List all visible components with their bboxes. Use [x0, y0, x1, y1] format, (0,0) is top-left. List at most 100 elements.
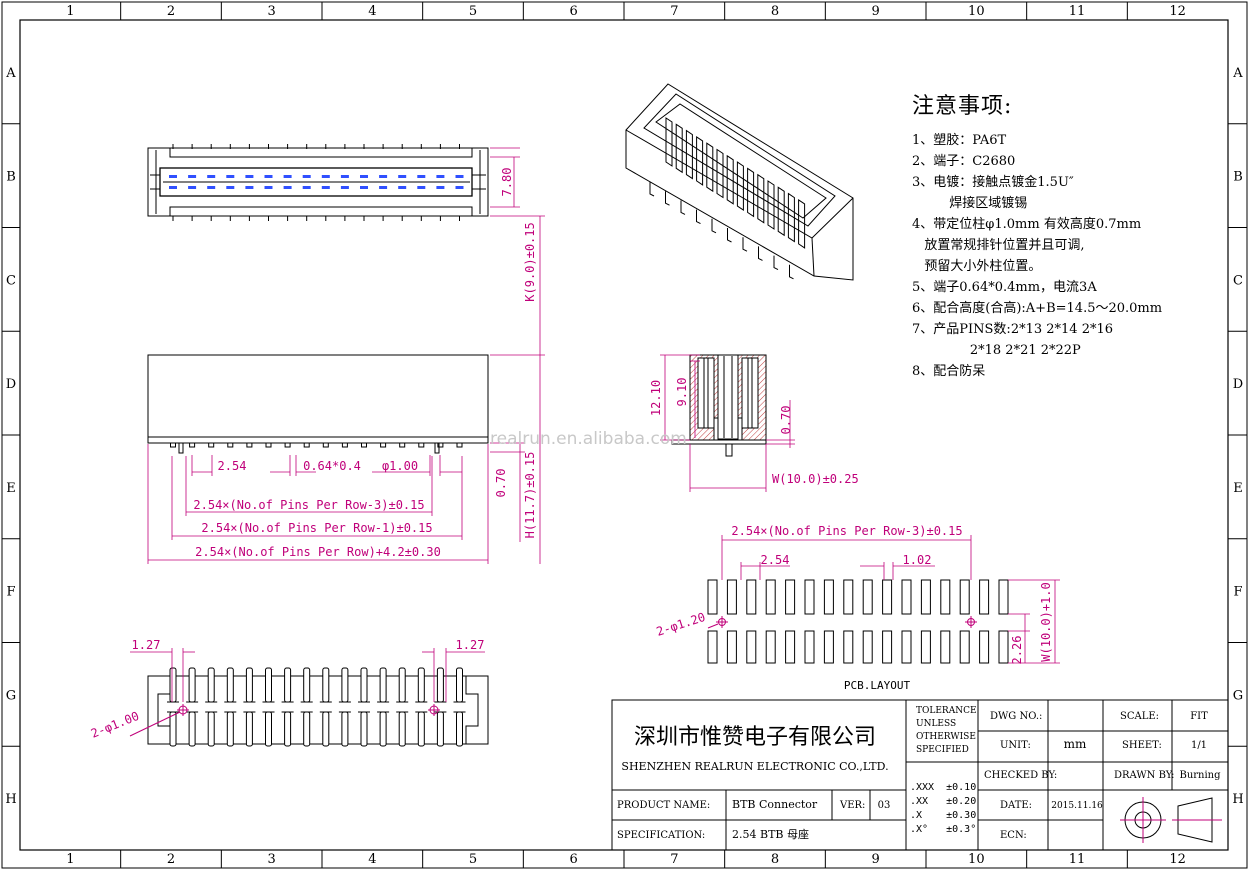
top-contact	[207, 175, 216, 178]
dim-pcb-pitch: 2.54	[761, 553, 790, 567]
bottom-pin	[360, 711, 368, 747]
scale-value: FIT	[1190, 711, 1208, 722]
top-contact	[398, 175, 407, 178]
pcb-pad	[998, 579, 1009, 615]
front-view	[147, 354, 489, 454]
grid-col-label: 3	[268, 852, 276, 867]
pcb-pad	[804, 630, 815, 664]
tolerance-angle: .X° ±0.3°	[910, 824, 976, 835]
iso-fin	[685, 129, 693, 180]
pcb-pad	[726, 630, 737, 664]
bottom-pin	[379, 711, 387, 747]
iso-leg	[696, 209, 701, 225]
top-contact	[321, 186, 330, 189]
grid-row-label: F	[6, 585, 15, 600]
scale-label: SCALE:	[1120, 711, 1159, 722]
note-line: 8、配合防呆	[912, 364, 986, 379]
bottom-pin	[188, 711, 196, 747]
top-contact	[264, 186, 273, 189]
bottom-pin	[436, 711, 444, 747]
projection-symbol	[1120, 797, 1222, 843]
sheet-value: 1/1	[1191, 740, 1207, 751]
iso-fin	[706, 142, 714, 193]
note-line: 焊接区域镀锡	[912, 196, 1028, 211]
pcb-pad	[746, 630, 757, 664]
top-contact	[302, 186, 311, 189]
dim-pitch: 2.54	[218, 459, 247, 473]
grid-col-label: 8	[771, 4, 779, 19]
specification-value: 2.54 BTB 母座	[732, 827, 809, 841]
top-contact	[360, 175, 368, 178]
iso-leg	[789, 264, 794, 280]
top-contact	[264, 175, 273, 178]
dim-span-minus-3: 2.54×(No.of Pins Per Row-3)±0.15	[193, 498, 424, 512]
iso-leg	[727, 228, 732, 243]
front-pin-tail	[265, 442, 272, 448]
section-view-dims	[660, 354, 795, 492]
iso-leg	[649, 182, 655, 197]
top-view-pins	[169, 175, 464, 189]
top-contact	[188, 186, 197, 189]
tolerance-line-4: SPECIFIED	[916, 745, 969, 755]
front-view-dims	[147, 354, 545, 564]
front-pin-tail	[227, 442, 234, 448]
pcb-pad	[959, 579, 970, 615]
sheet-label: SHEET:	[1122, 740, 1162, 751]
bottom-pin	[207, 711, 215, 747]
pcb-pad	[920, 630, 931, 664]
bottom-pin	[303, 667, 311, 703]
bottom-pin	[284, 711, 292, 747]
dim-pcb-row: 2.26	[1010, 636, 1024, 665]
dim-pcb-hole: 2-φ1.20	[655, 610, 707, 639]
unit-label: UNIT:	[1000, 740, 1031, 751]
dwg-no-label: DWG NO.:	[990, 711, 1042, 722]
grid-col-label: 1	[66, 852, 74, 867]
grid-col-label: 7	[670, 852, 678, 867]
bottom-pin	[245, 667, 253, 703]
front-pin-tail	[303, 442, 310, 448]
grid-row-label: B	[6, 170, 16, 185]
top-contact	[417, 186, 426, 189]
front-pin-tail	[284, 442, 291, 448]
top-contact	[169, 186, 177, 189]
pcb-pad	[979, 579, 990, 615]
iso-fin	[675, 123, 683, 174]
grid-row-label: F	[1233, 585, 1242, 600]
grid-row-label: C	[6, 273, 16, 288]
top-contact	[360, 186, 368, 189]
grid-col-label: 5	[469, 4, 477, 19]
front-pin-tail	[437, 442, 444, 448]
watermark: realrun.en.alibaba.com	[490, 429, 687, 449]
bottom-pin	[226, 667, 234, 703]
pcb-pad	[785, 579, 796, 615]
pcb-pad	[823, 630, 834, 664]
dim-section-h1: 12.10	[649, 380, 663, 416]
front-pin-tail	[341, 442, 348, 448]
iso-fin	[798, 198, 806, 249]
dim-overall-h: H(11.7)±0.15	[523, 452, 537, 539]
notes-title: 注意事项:	[912, 94, 1013, 119]
pcb-pad	[901, 630, 912, 664]
pcb-pad	[959, 630, 970, 664]
tolerance-x: .X ±0.30	[910, 810, 976, 821]
grid-row-label: E	[6, 481, 16, 496]
pcb-pad	[843, 579, 854, 615]
top-view	[147, 144, 489, 221]
title-block-lines	[611, 699, 1229, 851]
iso-leg	[680, 200, 686, 215]
dim-span-minus-1: 2.54×(No.of Pins Per Row-1)±0.15	[201, 521, 432, 535]
company-name-cn: 深圳市惟赞电子有限公司	[634, 725, 876, 750]
iso-leg	[742, 237, 748, 252]
product-name-label: PRODUCT NAME:	[617, 800, 710, 811]
dim-bottom-offset-right: 1.27	[456, 638, 485, 652]
bottom-pin	[207, 667, 215, 703]
dim-tail-length: 0.70	[494, 469, 508, 498]
bottom-pin	[417, 667, 425, 703]
bottom-pin	[322, 711, 330, 747]
grid-row-label: D	[1233, 377, 1243, 392]
bottom-pin	[417, 711, 425, 747]
grid-row-label: D	[6, 377, 16, 392]
